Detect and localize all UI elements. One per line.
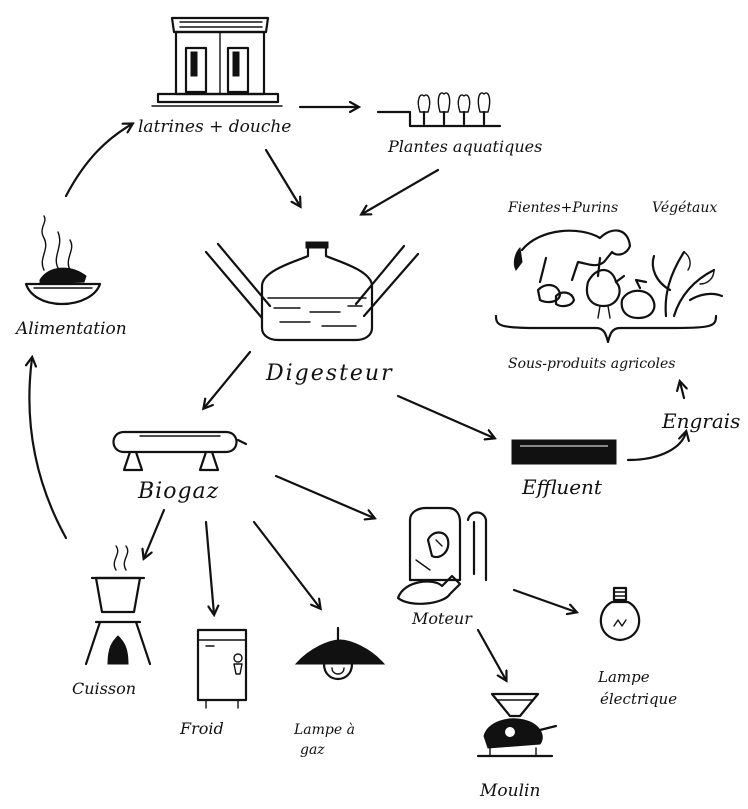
cooking-stove-icon <box>84 545 152 666</box>
arrow-plants-to-digester <box>362 168 440 214</box>
vegetaux-label: Végétaux <box>652 200 717 216</box>
plantes-label: Plantes aquatiques <box>387 137 542 156</box>
livestock-icon <box>513 229 656 320</box>
flow-arrows <box>29 107 686 680</box>
motor-icon <box>396 506 488 605</box>
engrais-label: Engrais <box>661 409 740 433</box>
digesteur-label: Digesteur <box>265 361 394 386</box>
arrow-engrais-to-sousproduits <box>680 382 684 400</box>
lampe-gaz-label-1: Lampe à <box>293 722 355 738</box>
biogaz-label: Biogaz <box>137 479 219 504</box>
moulin-label: Moulin <box>479 781 540 801</box>
arrow-latrines-to-digester <box>264 148 300 206</box>
sous-produits-brace <box>494 314 718 344</box>
mill-icon <box>476 692 558 758</box>
digester-icon <box>204 241 420 342</box>
arrow-biogas-to-cuisson <box>144 508 166 558</box>
effluent-label: Effluent <box>521 475 603 499</box>
light-bulb-icon <box>599 586 641 642</box>
arrow-digester-to-biogas <box>204 350 252 408</box>
latrines-label: latrines + douche <box>138 117 291 137</box>
arrow-motor-to-bulb <box>512 588 576 612</box>
arrow-effluent-to-engrais <box>626 432 686 462</box>
lampe-electrique-label-1: Lampe <box>597 668 650 686</box>
arrow-digester-to-effluent <box>396 394 494 438</box>
lampe-gaz-label-2: gaz <box>300 742 325 758</box>
froid-label: Froid <box>179 719 224 738</box>
arrow-alimentation-to-latrines <box>64 124 132 198</box>
effluent-tank-icon <box>511 439 617 465</box>
refrigerator-icon <box>196 628 248 709</box>
arrow-motor-to-mill <box>476 628 506 680</box>
arrow-cuisson-to-alimentation <box>29 358 68 540</box>
alimentation-label: Alimentation <box>14 319 127 339</box>
vegetation-icon <box>651 250 724 318</box>
arrow-biogas-to-gaslamp <box>252 520 320 608</box>
lampe-electrique-label-2: électrique <box>600 690 677 708</box>
biogas-tank-icon <box>112 430 248 472</box>
food-bowl-icon <box>24 215 102 306</box>
fientes-label: Fientes+Purins <box>507 200 618 216</box>
arrow-biogas-to-froid <box>204 520 214 614</box>
cuisson-label: Cuisson <box>72 679 136 698</box>
moteur-label: Moteur <box>411 609 473 628</box>
arrow-biogas-to-motor <box>274 474 374 518</box>
latrines-building-icon <box>151 16 283 107</box>
gas-lamp-icon <box>294 626 386 680</box>
sous-produits-label: Sous-produits agricoles <box>508 356 675 372</box>
aquatic-plants-icon <box>376 92 502 128</box>
